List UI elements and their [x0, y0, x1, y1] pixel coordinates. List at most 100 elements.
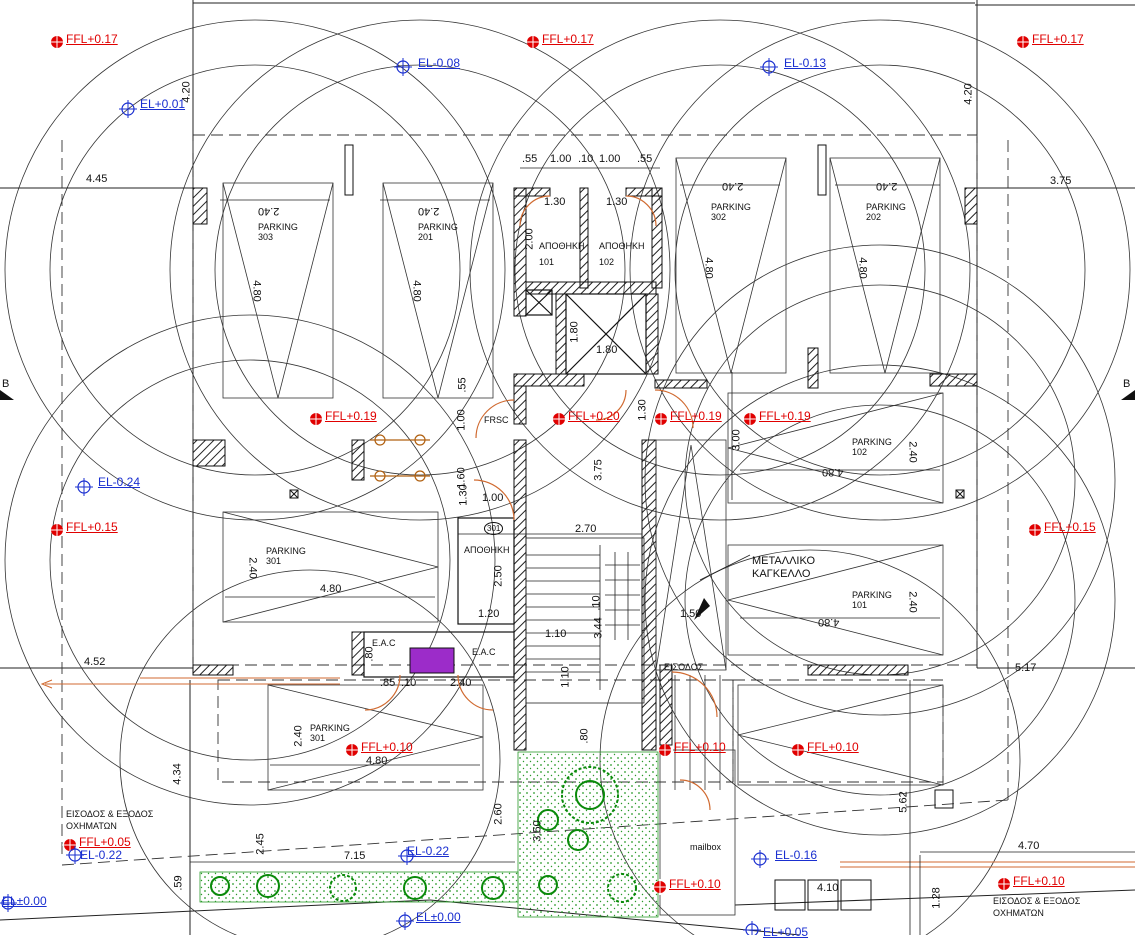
dimension-lines	[189, 167, 1135, 935]
dimension: .85	[380, 677, 396, 689]
ffl-label: FFL+0.15	[66, 520, 118, 534]
dimension: 1.10	[559, 666, 572, 688]
dimension: 2.40	[906, 441, 919, 463]
el-marker-cross	[743, 921, 761, 935]
ffl-label: FFL+0.10	[669, 877, 721, 891]
dimension: 2.40	[722, 180, 744, 192]
el-label: EL-0.13	[784, 56, 827, 70]
el-label: EL-0.22	[407, 844, 450, 858]
room-name: PARKING	[418, 222, 458, 232]
el-label: EL+0.05	[763, 925, 809, 939]
eac-unit	[409, 647, 455, 674]
parking-bays	[222, 157, 944, 791]
vehicle-entry-left: ΕΙΣΟΔΟΣ & ΕΞΟΔΟΣ ΟΧΗΜΑΤΩΝ	[66, 808, 153, 832]
dimension: 2.60	[492, 803, 505, 825]
storage-102: ΑΠΟΘΗΚΗ 102	[599, 238, 645, 270]
storage-301-outline	[363, 289, 647, 678]
dimension: 2.40	[258, 205, 280, 217]
ffl-marker-cross	[652, 879, 668, 895]
room-name: PARKING	[866, 202, 906, 212]
ffl-label: FFL+0.15	[1044, 520, 1096, 534]
ffl-label: FFL+0.20	[568, 409, 620, 423]
dimension: 4.80	[856, 257, 869, 279]
dimension: 4.80	[250, 280, 263, 302]
room-name: PARKING	[266, 546, 306, 556]
ffl-marker-cross	[1027, 522, 1043, 538]
dimension: 2.40	[418, 205, 440, 217]
ffl-label: FFL+0.10	[674, 740, 726, 754]
room-number: 301	[266, 556, 282, 566]
ffl-label: FFL+0.10	[1013, 874, 1065, 888]
ffl-marker-cross	[790, 742, 806, 758]
note-line: ΜΕΤΑΛΛΙΚΟ	[752, 555, 816, 567]
ffl-label: FFL+0.19	[759, 409, 811, 423]
room-number: 101	[852, 600, 868, 610]
dimension: 5.62	[897, 791, 910, 813]
dimension: 2.45	[254, 833, 267, 855]
ffl-label: FFL+0.19	[670, 409, 722, 423]
dimension: 4.80	[702, 257, 715, 279]
stair-block	[525, 537, 645, 704]
dimension: 2.40	[876, 180, 898, 192]
parking-101: PARKING 101	[852, 590, 892, 610]
ffl-label: FFL+0.17	[66, 32, 118, 46]
dimension: 5.17	[1015, 662, 1037, 674]
dimension: 1.00	[482, 492, 504, 504]
dimension: 1.10	[545, 628, 567, 640]
ffl-label: FFL+0.05	[79, 835, 131, 849]
room-number: 302	[711, 212, 727, 222]
ffl-marker-cross	[551, 411, 567, 427]
room-number: 303	[258, 232, 274, 242]
el-marker-cross	[66, 846, 84, 864]
dimension: 1.30	[457, 484, 470, 506]
ffl-label: FFL+0.19	[325, 409, 377, 423]
vehicle-entry-right: ΕΙΣΟΔΟΣ & ΕΞΟΔΟΣ ΟΧΗΜΑΤΩΝ	[993, 895, 1080, 919]
dimension: .80	[363, 646, 376, 662]
dimension: 4.70	[1018, 840, 1040, 852]
ffl-label: FFL+0.17	[542, 32, 594, 46]
parking-302: PARKING 302	[711, 202, 751, 222]
ffl-marker-cross	[525, 34, 541, 50]
room-name: PARKING	[852, 437, 892, 447]
room-number: 102	[852, 447, 868, 457]
ffl-label: FFL+0.10	[807, 740, 859, 754]
el-label: EL+0.01	[140, 97, 186, 111]
dimension: 4.34	[171, 763, 184, 785]
room-number: 202	[866, 212, 882, 222]
el-label: EL-0.22	[80, 848, 123, 862]
dimension: 2.50	[492, 565, 505, 587]
dimension: 4.10	[817, 882, 839, 894]
el-marker-cross	[396, 912, 414, 930]
dimension: 1.50	[680, 608, 702, 620]
room-number: 201	[418, 232, 434, 242]
section-label-right: B	[1123, 378, 1131, 390]
garden-area	[517, 751, 659, 918]
note-line: ΟΧΗΜΑΤΩΝ	[66, 821, 117, 831]
ffl-marker-cross	[62, 837, 78, 853]
dimension: 2.70	[575, 523, 597, 535]
el-label: EL-0.24	[98, 475, 141, 489]
dimension: .10	[578, 153, 594, 165]
mailbox-label: mailbox	[690, 842, 722, 852]
dimension: 4.52	[84, 656, 106, 668]
el-marker-cross	[0, 894, 17, 912]
bollards	[289, 144, 965, 911]
dimension: 1.80	[596, 344, 618, 356]
ffl-marker-cross	[49, 522, 65, 538]
dimension: .55	[637, 153, 653, 165]
frsc-label: FRSC	[484, 415, 509, 425]
level-markers	[0, 34, 1043, 935]
dimension: 4.45	[86, 173, 108, 185]
dimension: 1.00	[455, 409, 468, 431]
room-number: 101	[539, 257, 555, 267]
road-markings	[40, 677, 1135, 868]
dimension: 1.30	[636, 399, 649, 421]
eac-label: Ε.Α.C	[372, 638, 396, 648]
dimension: 1.30	[606, 196, 628, 208]
el-marker-cross	[760, 58, 778, 76]
ffl-label: FFL+0.17	[1032, 32, 1084, 46]
ffl-marker-cross	[344, 742, 360, 758]
dimension: 1.00	[550, 153, 572, 165]
walls	[192, 187, 978, 751]
